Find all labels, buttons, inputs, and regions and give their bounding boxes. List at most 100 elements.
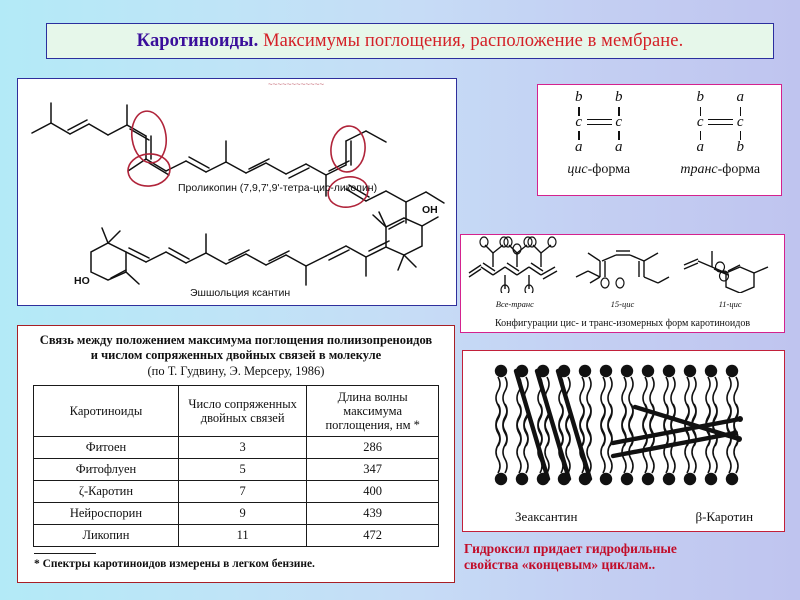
cis-bond-bottom-right [618,131,620,140]
cis-top-left-letter: b [575,89,583,105]
bottom-note-line-1: Гидроксил придает гидрофильные [464,541,677,556]
cis-bond-top-left [578,107,580,116]
eschscholtzia-xanthin-structure-svg [90,211,439,286]
cis-form-diagram: b b a a c c [556,89,642,161]
membrane-bilayer-diagram [463,351,784,499]
cell-bonds: 7 [177,480,308,503]
cell-name: Фитоен [33,436,179,459]
trans-bond-top-right [739,107,742,116]
table-row: ζ-Каротин 7 400 [33,480,439,503]
cell-bonds: 9 [177,502,308,525]
upper-leaflet [494,364,739,447]
caption-prolycopene: Проликопин (7,9,7',9'-тетра-цис-ликопин) [178,182,378,194]
cell-lambda: 400 [306,480,439,503]
isomer-15-cis: 15-цис [572,235,672,309]
cell-lambda: 439 [306,502,439,525]
membrane-label-beta-carotene: β-Каротин [695,509,754,524]
cis-form-item: b b a a c c цис-форма [556,89,642,178]
absorption-data-table: Каротиноиды Число сопряженных двойных св… [33,385,439,547]
cis-bottom-right-letter: a [615,139,623,155]
table-header-row: Каротиноиды Число сопряженных двойных св… [33,385,439,437]
cell-name: Ликопин [33,524,179,547]
trans-form-diagram: b a a b c c [677,89,763,161]
slide-title-box: Каротиноиды. Максимумы поглощения, распо… [46,23,774,59]
table-row: Ликопин 11 472 [33,524,439,547]
membrane-svg [494,364,743,486]
bottom-note-line-2: свойства «концевым» циклам.. [464,557,656,572]
table-body: Фитоен 3 286 Фитофлуен 5 347 ζ-Каротин 7… [33,436,439,547]
panel-absorption-table: Связь между положением максимума поглоще… [17,325,455,583]
all-trans-structure-svg [468,236,558,296]
table-row: Фитоен 3 286 [33,436,439,459]
panel-carotenoid-structures: ~~~~~~~~~~~~ [17,78,457,306]
isomer-configurations-caption: Конфигурации цис- и транс-изомерных форм… [494,318,751,329]
isomer-label-all-trans: Все-транс [495,299,534,309]
annotation-ellipses [127,110,369,208]
trans-form-item: b a a b c c транс-форма [677,89,763,178]
cis-double-bond-lower [586,124,612,126]
cell-name: Фитофлуен [33,458,179,481]
cell-name: ζ-Каротин [33,480,179,503]
table-heading: Связь между положением максимума поглоще… [18,326,454,381]
fifteen-cis-structure-svg [576,250,670,289]
cell-lambda: 472 [306,524,439,547]
cell-bonds: 11 [177,524,308,547]
trans-double-bond-upper [708,119,734,121]
column-header-conjugated-bonds: Число сопряженных двойных связей [177,385,308,437]
table-row: Нейроспорин 9 439 [33,502,439,525]
table-heading-line-2: и числом сопряженных двойных связей в мо… [90,348,382,362]
zeaxanthin-molecules [513,368,593,482]
beta-carotene-molecules [610,404,743,459]
panel-cis-trans-forms: b b a a c c цис-форма b a a [537,84,782,196]
cis-form-label: цис-форма [567,162,631,177]
lower-leaflet [494,403,739,486]
cell-name: Нейроспорин [33,502,179,525]
trans-left-carbon: c [696,114,704,130]
footnote-divider [34,553,96,554]
cis-bond-top-right [618,107,620,116]
panel-membrane-localisation: Зеаксантин β-Каротин [462,350,785,532]
column-header-absorption-max: Длина волны максимума поглощения, нм * [306,385,439,437]
cell-lambda: 286 [306,436,439,459]
cell-bonds: 5 [177,458,308,481]
trans-form-label: транс-форма [680,162,761,177]
cis-bottom-left-letter: a [575,139,583,155]
trans-top-right-letter: a [736,89,745,105]
isomer-11-cis: 11-цис [680,235,780,309]
page-title-strong: Каротиноиды. [136,30,259,51]
cis-right-carbon: c [615,114,623,130]
cell-bonds: 3 [177,436,308,459]
trans-right-carbon: c [736,114,744,130]
cropped-text-fragment: ~~~~~~~~~~~~ [268,80,325,89]
trans-bond-top-left [699,107,702,116]
trans-bottom-right-letter: b [736,139,745,155]
trans-bottom-left-letter: a [696,139,705,155]
trans-double-bond-lower [708,124,734,126]
cell-lambda: 347 [306,458,439,481]
isomer-all-trans: Все-транс [465,235,565,309]
page-title-rest: Максимумы поглощения, расположение в мем… [258,30,684,51]
bottom-note: Гидроксил придает гидрофильные свойства … [464,541,794,573]
hydroxyl-label-left: HO [74,275,90,287]
prolycopene-structure-svg [31,102,445,224]
cis-double-bond-upper [586,119,612,121]
membrane-label-zeaxanthin: Зеаксантин [515,509,578,524]
trans-top-left-letter: b [696,89,705,105]
cis-left-carbon: c [575,114,583,130]
hydroxyl-label-right: OH [422,204,438,216]
trans-bond-bottom-right [739,131,742,140]
table-row: Фитофлуен 5 347 [33,458,439,481]
caption-eschscholtzia-xanthin: Эшшольция ксантин [190,287,291,299]
trans-bond-bottom-left [699,131,702,140]
isomer-label-15-cis: 15-цис [610,299,635,309]
table-footnote: * Спектры каротиноидов измерены в легком… [34,558,315,570]
panel-isomer-configurations: Все-транс [460,234,785,333]
cis-top-right-letter: b [615,89,623,105]
isomer-label-11-cis: 11-цис [718,299,742,309]
beta-carotene-endpoints [732,416,743,442]
membrane-molecule-labels: Зеаксантин β-Каротин [463,509,784,525]
table-heading-source: (по Т. Гудвину, Э. Мерсеру, 1986) [147,364,325,378]
column-header-carotenoids: Каротиноиды [33,385,179,437]
page-title: Каротиноиды. Максимумы поглощения, распо… [137,31,684,52]
eleven-cis-structure-svg [683,251,769,305]
